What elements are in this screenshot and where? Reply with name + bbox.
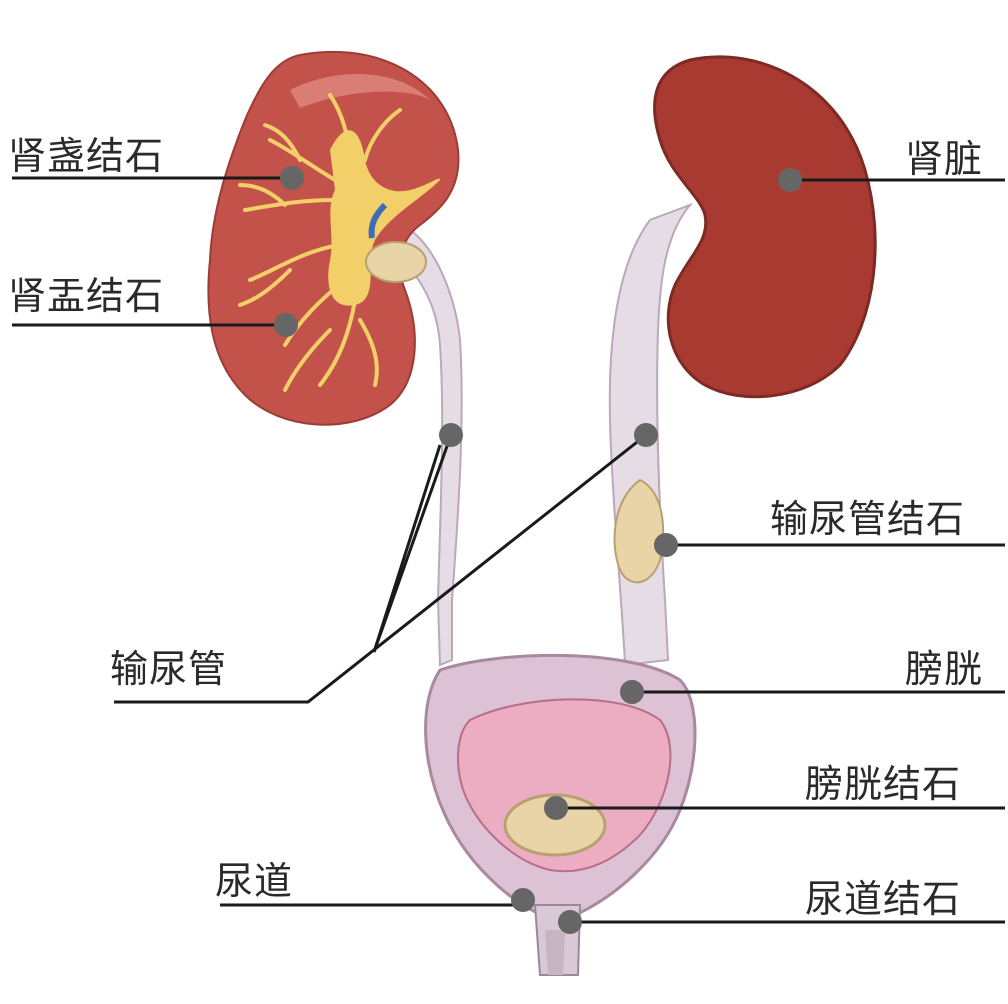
urethra-lumen xyxy=(545,930,565,975)
label-bladder: 膀胱 xyxy=(905,647,984,691)
label-urethra: 尿道 xyxy=(215,859,294,903)
right-kidney xyxy=(653,55,877,399)
label-bladder-stone: 膀胱结石 xyxy=(805,762,962,806)
bladder-stone-shape xyxy=(503,793,607,857)
label-ureter: 输尿管 xyxy=(110,647,228,691)
renal-vessel xyxy=(368,202,388,239)
label-kidney: 肾脏 xyxy=(905,137,984,181)
label-urethral-stone: 尿道结石 xyxy=(805,877,962,921)
label-renal-pelvis-stone: 肾盂结石 xyxy=(8,274,165,318)
leader-lines xyxy=(12,176,1005,924)
calyx-branches xyxy=(238,93,402,392)
ureteral-stone-shape xyxy=(613,478,664,584)
renal-pelvis xyxy=(328,130,440,306)
marker-dots xyxy=(274,166,802,934)
left-ureter xyxy=(393,223,463,667)
pelvis-stone xyxy=(365,241,427,283)
label-ureteral-stone: 输尿管结石 xyxy=(770,497,966,541)
label-renal-calyx-stone: 肾盏结石 xyxy=(8,134,165,178)
left-kidney-highlight xyxy=(290,73,430,108)
